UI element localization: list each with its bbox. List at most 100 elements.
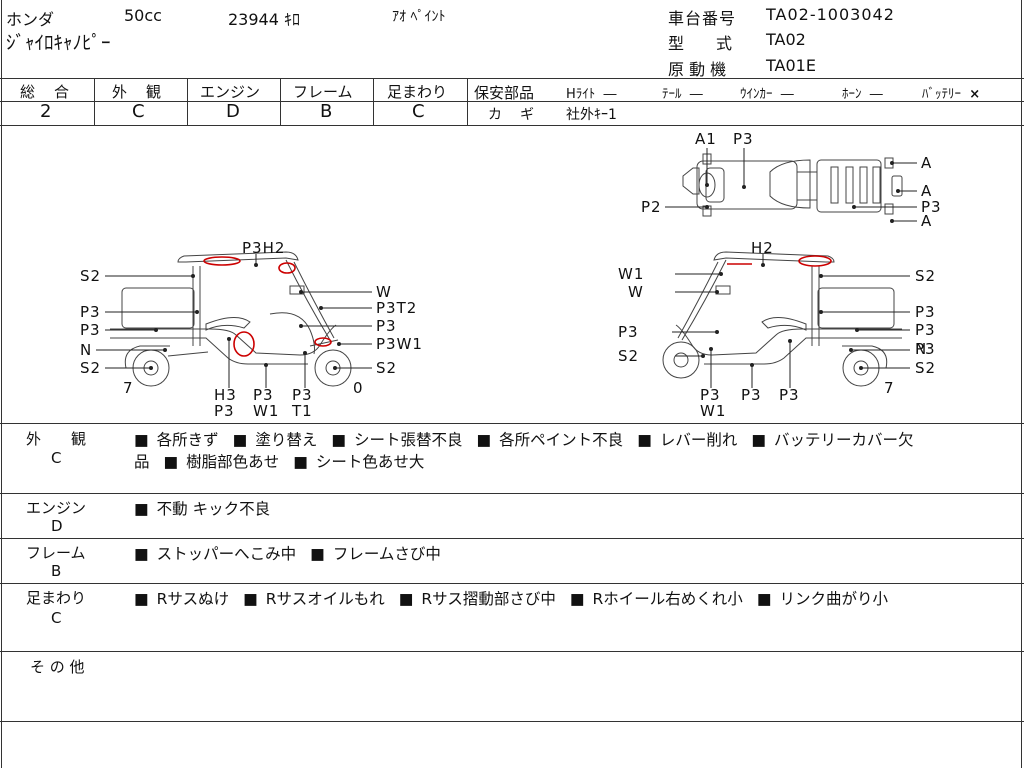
engine-value: TA01E	[766, 56, 816, 75]
diagram-label: T1	[292, 402, 313, 420]
diagram-label: A	[921, 212, 933, 230]
defect-line: RサスぬけRサスオイルもれRサス摺動部さび中Rホイール右めくれ小リンク曲がり小	[134, 587, 888, 609]
diagram-label: P3	[214, 402, 235, 420]
left-border	[1, 0, 2, 768]
diagram-label: 7	[884, 379, 895, 397]
diagram-label: P3	[733, 130, 754, 148]
grade-overall: 2	[40, 101, 52, 122]
diagram-label: S2	[80, 267, 102, 285]
safety-tail: ﾃｰﾙ ―	[662, 87, 703, 102]
defect-item: リンク曲がり小	[757, 590, 888, 608]
diagram-label: S2	[915, 359, 937, 377]
defect-grade: B	[51, 562, 62, 580]
defect-item: 各所ペイント不良	[477, 431, 624, 449]
diagram-label: P3	[253, 386, 274, 404]
diagram-label-n: N	[915, 340, 928, 358]
diagram-label: A	[921, 154, 933, 172]
top-view-scooter	[682, 153, 903, 217]
defect-grade: C	[51, 449, 62, 467]
divider	[0, 493, 1024, 494]
defect-label: フレーム	[26, 544, 86, 562]
diagram-label: P3H2	[242, 239, 286, 257]
safety-headlight: Hﾗｲﾄ ―	[566, 87, 617, 102]
grade-frame: B	[320, 101, 333, 122]
defect-item: Rサス摺動部さび中	[399, 590, 556, 608]
diagram-label: S2	[80, 359, 102, 377]
type-label: 型 式	[668, 34, 733, 53]
right-border	[1021, 0, 1022, 768]
diagram-label: P3	[80, 321, 101, 339]
divider	[0, 101, 1024, 102]
right-leaders	[672, 254, 910, 388]
diagram-label: P3	[292, 386, 313, 404]
safety-battery: ﾊﾞｯﾃﾘｰ ×	[922, 87, 981, 102]
grade-overall-label: 総 合	[20, 83, 72, 101]
left-side-scooter	[110, 251, 352, 387]
defect-item: Rサスオイルもれ	[243, 590, 385, 608]
divider	[0, 583, 1024, 584]
defect-item: 塗り替え	[233, 431, 318, 449]
diagram-label: S2	[376, 359, 398, 377]
divider	[0, 651, 1024, 652]
diagram-label: W1	[253, 402, 280, 420]
defect-label: そ の 他	[30, 658, 85, 676]
diagram-label: H2	[751, 239, 774, 257]
top-view-leaders	[665, 148, 917, 223]
right-side-scooter	[662, 251, 902, 387]
defect-item: シート張替不良	[331, 431, 462, 449]
diagram-label: P3	[80, 303, 101, 321]
divider	[0, 538, 1024, 539]
defect-line: ストッパーへこみ中フレームさび中	[134, 542, 441, 564]
defect-item-tail: 品	[134, 453, 150, 471]
diagram-label: W1	[700, 402, 727, 420]
diagram-label: W	[628, 283, 644, 301]
diagram-label: P3	[779, 386, 800, 404]
defect-item: フレームさび中	[310, 545, 441, 563]
defect-item: レバー削れ	[637, 431, 737, 449]
diagram-label: 7	[123, 379, 134, 397]
defect-line: 各所きず塗り替えシート張替不良各所ペイント不良レバー削れバッテリーカバー欠	[134, 428, 914, 450]
engine-label: 原 動 機	[668, 60, 727, 79]
diagram-label: P3	[915, 303, 936, 321]
key-value: 社外ｷｰ1	[566, 107, 617, 123]
diagram-label: W	[376, 283, 392, 301]
grade-engine-label: エンジン	[200, 83, 261, 101]
diagram-label: H3	[214, 386, 237, 404]
grade-suspension: C	[412, 101, 425, 122]
defect-line: 不動 キック不良	[134, 497, 270, 519]
defect-item: 各所きず	[134, 431, 219, 449]
grade-exterior: C	[132, 101, 145, 122]
diagram-label: P3W1	[376, 335, 423, 353]
diagram-label: S2	[915, 267, 937, 285]
left-damage-marks	[203, 256, 332, 357]
diagram-label: P3	[700, 386, 721, 404]
defect-item: 不動 キック不良	[134, 500, 270, 518]
safety-horn: ﾎｰﾝ ―	[842, 87, 883, 102]
defect-grade: D	[51, 517, 63, 535]
frame-no-label: 車台番号	[668, 9, 737, 28]
diagram-label: P3	[915, 321, 936, 339]
divider	[0, 78, 1024, 79]
defect-label: 足まわり	[26, 589, 87, 607]
damage-diagram	[96, 148, 917, 388]
maker: ホンダ	[6, 10, 55, 29]
diagram-label: P3	[915, 340, 936, 358]
grade-exterior-label: 外 観	[112, 83, 164, 101]
diagram-label: S2	[618, 347, 640, 365]
defect-item: ストッパーへこみ中	[134, 545, 296, 563]
diagram-label: P3	[921, 198, 942, 216]
displacement: 50cc	[124, 6, 162, 25]
divider	[0, 423, 1024, 424]
diagram-label: P3T2	[376, 299, 418, 317]
defect-item: Rサスぬけ	[134, 590, 229, 608]
key-label: カ ギ	[488, 107, 536, 123]
grade-frame-label: フレーム	[293, 83, 353, 101]
mileage: 23944 ｷﾛ	[228, 10, 300, 29]
color: ｱｵ ﾍﾟｲﾝﾄ	[392, 9, 446, 25]
grade-engine: D	[226, 101, 240, 122]
diagram-label: A1	[695, 130, 717, 148]
defect-item: シート色あせ大	[293, 453, 424, 471]
diagram-label: W1	[618, 265, 645, 283]
defect-line: 品樹脂部色あせシート色あせ大	[134, 450, 424, 472]
divider	[0, 125, 1024, 126]
